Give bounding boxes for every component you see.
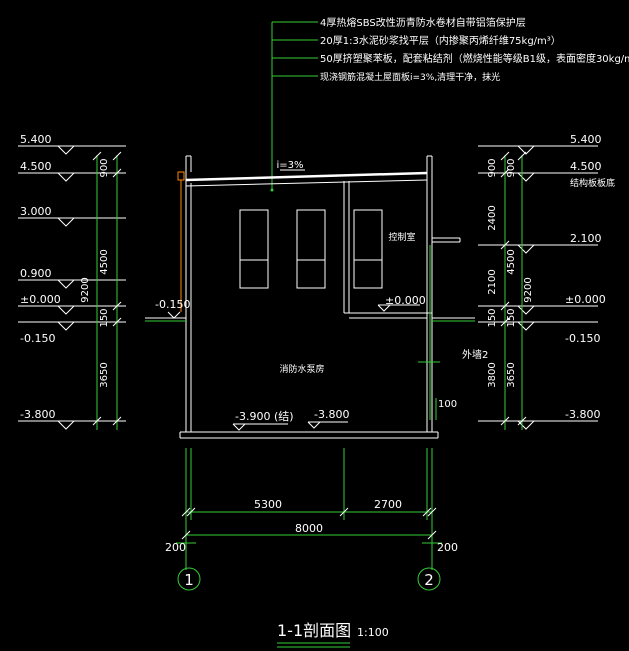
right-level-marker-2 [478,244,598,254]
roof-slope-label: i=3% [276,160,303,171]
right-level-4500: 4.500 [570,160,602,173]
bottom-tick-b-0 [181,530,191,540]
right-outer-tick-0 [517,151,527,161]
dim-5300: 5300 [254,498,282,511]
left-inner-tick-0 [112,151,122,161]
bottom-tick-a-0 [181,507,191,517]
pump-floor-level: -3.800 [314,408,349,421]
axis-bubbles: 1 2 [177,567,441,591]
building-section [145,155,475,439]
dim-right-200: 200 [437,541,458,554]
right-outer-dim-3650: 3650 [506,362,517,387]
dim-left-200: 200 [165,541,186,554]
left-inner-tick-3 [112,317,122,327]
axis-label-1: 1 [184,571,194,589]
right-level-marker-4 [478,321,598,331]
bottom-dimensions: 5300 2700 8000 200 200 [165,448,458,570]
dim-2700: 2700 [374,498,402,511]
right-structural-note: 结构板板底 [570,177,615,189]
left-dim-9200: 9200 [80,277,91,302]
right-level-neg3800: -3.800 [565,408,600,421]
right-level-neg0150: -0.150 [565,332,600,345]
right-inner-dim-2400: 2400 [487,205,498,230]
right-level-0000: ±0.000 [565,293,606,306]
bottom-tick-a-3 [422,507,432,517]
wall-thickness-label: 100 [438,399,457,410]
inner-levels: -0.150 ±0.000 -3.900 (结) -3.800 外墙2 100 [155,294,488,431]
left-level-0000: ±0.000 [20,293,61,306]
left-dim-3650: 3650 [99,362,110,387]
right-inner-tick-4 [500,317,510,327]
bottom-tick-a-1 [186,507,196,517]
note-waterproof: 4厚热熔SBS改性沥青防水卷材自带铝箔保护层 [320,16,526,29]
left-inner-tick-1 [112,168,122,178]
left-level-neg0150: -0.150 [20,332,55,345]
left-level-marker-5 [18,321,126,331]
left-level-0900: 0.900 [20,267,52,280]
left-outer-tick-1 [92,416,102,426]
left-dim-150: 150 [99,308,110,327]
scale-text: 1:100 [357,626,389,639]
left-level-3000: 3.000 [20,205,52,218]
right-level-marker-5 [478,420,598,430]
left-level-marker-4 [18,305,126,315]
left-level-marker-2 [18,217,126,227]
right-level-marker-0 [478,145,598,155]
bottom-tick-a-4 [427,507,437,517]
left-inner-tick-4 [112,416,122,426]
left-outer-tick-0 [92,151,102,161]
right-inner-tick-0 [500,151,510,161]
control-floor-level: ±0.000 [385,294,426,307]
right-outer-tick-1 [517,416,527,426]
right-outer-dim-150: 150 [506,308,517,327]
left-dim-900: 900 [99,158,110,177]
left-dimensions: 900 4500 9200 150 3650 [80,158,110,387]
right-level-marks: 5.400 4.500 结构板板底 2.100 ±0.000 -0.150 -3… [565,133,615,421]
left-level-marker-6 [18,420,126,430]
right-outer-dim-9200: 9200 [523,277,534,302]
right-level-5400: 5.400 [570,133,602,146]
left-dim-4500: 4500 [99,249,110,274]
right-inner-tick-3 [500,301,510,311]
right-outer-dim-4500: 4500 [506,249,517,274]
note-insulation: 50厚挤塑聚苯板，配套粘结剂（燃烧性能等级B1级，表面密度30kg/m³） [320,52,629,65]
drawing-title: 1-1剖面图 1:100 [277,621,389,648]
left-level-4500: 4.500 [20,160,52,173]
pit-floor-level: -3.900 (结) [235,410,294,423]
left-level-neg3800: -3.800 [20,408,55,421]
right-outer-dim-900: 900 [506,158,517,177]
left-level-marker-1 [18,172,126,182]
dim-8000: 8000 [295,522,323,535]
right-dimensions: 900 2400 2100 150 3800 900 4500 9200 150… [487,158,534,387]
outside-ground-level: -0.150 [155,298,190,311]
right-level-marker-1 [478,172,598,182]
right-inner-tick-5 [500,416,510,426]
right-level-2100: 2.100 [570,232,602,245]
right-inner-dim-2100: 2100 [487,269,498,294]
right-inner-dim-150: 150 [487,308,498,327]
right-inner-tick-1 [500,168,510,178]
right-inner-dim-3800: 3800 [487,362,498,387]
left-level-marker-3 [18,279,126,289]
pump-room-label: 消防水泵房 [279,363,324,375]
axis-label-2: 2 [424,571,434,589]
left-level-marker-0 [18,145,126,155]
left-level-5400: 5.400 [20,133,52,146]
left-level-marks: 5.400 4.500 3.000 0.900 ±0.000 -0.150 -3… [20,133,61,421]
left-inner-tick-2 [112,301,122,311]
roof-notes: 4厚热熔SBS改性沥青防水卷材自带铝箔保护层 20厚1:3水泥砂浆找平层（内掺聚… [270,16,629,192]
right-inner-dim-900: 900 [487,158,498,177]
bottom-tick-b-1 [427,530,437,540]
right-inner-tick-2 [500,240,510,250]
note-mortar: 20厚1:3水泥砂浆找平层（内掺聚丙烯纤维75kg/m³） [320,34,561,47]
bottom-tick-a-2 [339,507,349,517]
axis-bubble-2 [417,567,441,591]
axis-bubble-1 [177,567,201,591]
outer-wall-label: 外墙2 [462,348,488,361]
right-level-marker-3 [478,305,598,315]
note-slab: 现浇钢筋混凝土屋面板i=3%,清理干净，抹光 [320,71,500,83]
title-text: 1-1剖面图 [277,621,351,640]
control-room-label: 控制室 [388,231,415,243]
